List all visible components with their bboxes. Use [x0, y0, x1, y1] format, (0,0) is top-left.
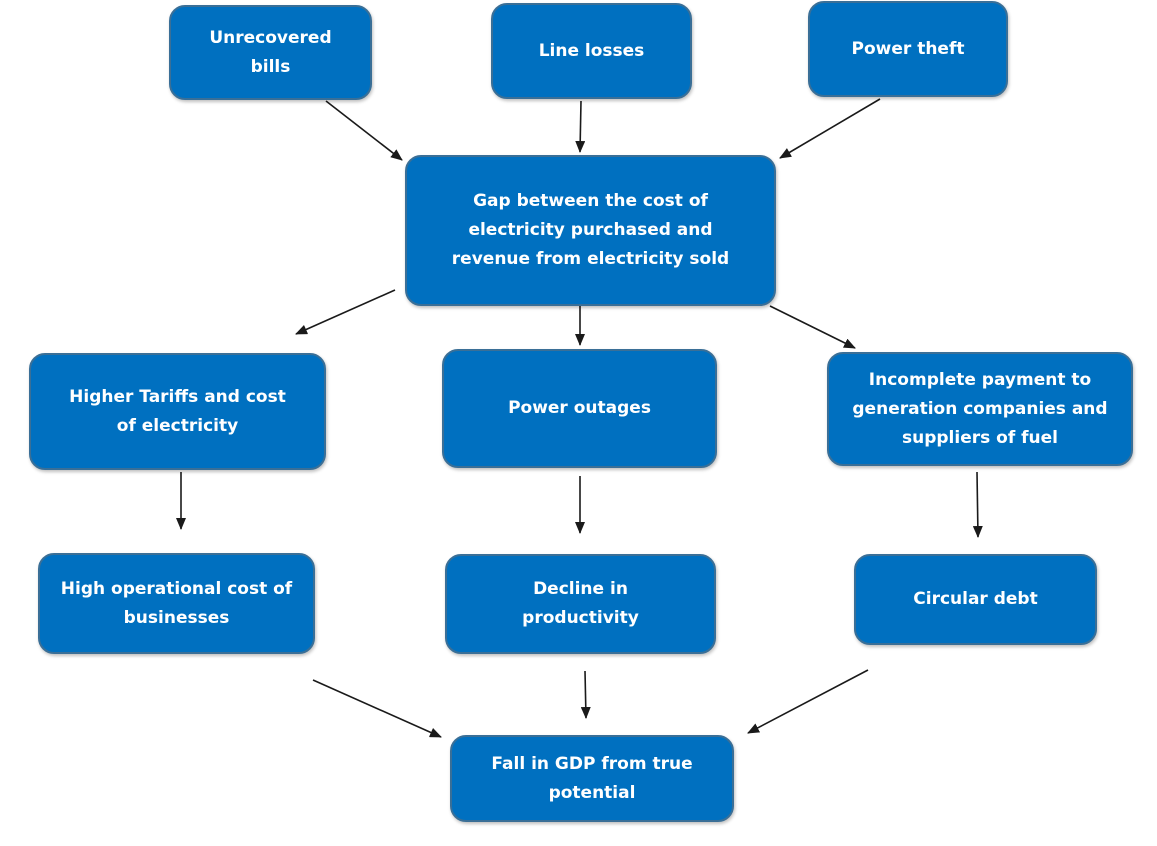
node-decline-productivity-label: Decline in productivity [522, 579, 639, 628]
node-unrecovered-bills: Unrecovered bills [169, 5, 372, 100]
arrow-incomplete-payment-to-circular-debt [972, 471, 983, 538]
arrow-power-theft-to-gap [779, 98, 881, 159]
arrow-decline-productivity-to-fall-gdp [580, 670, 591, 719]
node-line-losses-label: Line losses [538, 40, 645, 61]
node-higher-tariffs: Higher Tariffs and cost of electricity [29, 353, 326, 470]
node-unrecovered-bills-label: Unrecovered bills [209, 27, 332, 77]
node-high-operational-cost-label: High operational cost of businesses [60, 578, 293, 628]
arrow-gap-to-incomplete-payment [769, 305, 856, 349]
arrow-gap-to-higher-tariffs [295, 289, 396, 335]
node-incomplete-payment: Incomplete payment to generation compani… [827, 352, 1133, 466]
arrow-operational-cost-to-fall-gdp [312, 679, 442, 738]
node-high-operational-cost: High operational cost of businesses [38, 553, 315, 654]
node-circular-debt-label: Circular debt [913, 589, 1038, 609]
node-incomplete-payment-label: Incomplete payment to generation compani… [852, 369, 1108, 448]
arrow-line-losses-to-gap [575, 100, 586, 153]
node-decline-productivity: Decline in productivity [445, 554, 716, 654]
node-line-losses: Line losses [491, 3, 692, 99]
arrow-circular-debt-to-fall-gdp [747, 669, 869, 734]
node-circular-debt: Circular debt [854, 554, 1097, 645]
node-cost-revenue-gap-label: Gap between the cost of electricity purc… [451, 191, 730, 269]
arrow-unrecovered-bills-to-gap [325, 100, 403, 161]
node-power-outages: Power outages [442, 349, 717, 468]
node-fall-in-gdp: Fall in GDP from true potential [450, 735, 734, 822]
node-power-outages-label: Power outages [508, 398, 651, 418]
node-higher-tariffs-label: Higher Tariffs and cost of electricity [69, 386, 286, 436]
node-fall-in-gdp-label: Fall in GDP from true potential [491, 753, 693, 803]
node-cost-revenue-gap: Gap between the cost of electricity purc… [405, 155, 776, 306]
node-power-theft-label: Power theft [851, 38, 965, 59]
node-power-theft: Power theft [808, 1, 1008, 97]
